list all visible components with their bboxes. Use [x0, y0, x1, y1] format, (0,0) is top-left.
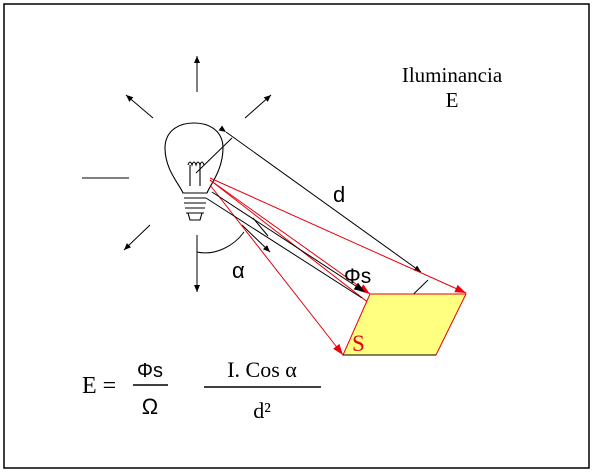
formula-frac1-denominator: Ω [142, 394, 158, 419]
angle-label: α [232, 258, 245, 283]
title-line-1: Iluminancia [402, 63, 503, 87]
formula-lhs: E = [82, 373, 116, 399]
formula-frac1-numerator: Φs [137, 360, 163, 382]
flux-axis [205, 191, 366, 299]
cone-ray-upper-right [209, 177, 467, 294]
ray-arrow-upper-right [244, 94, 272, 119]
light-bulb-icon [164, 122, 224, 221]
formula-frac2-numerator: I. Cos α [227, 357, 297, 382]
title-line-2: E [446, 88, 459, 112]
cone-ray-lower-left [209, 184, 344, 356]
angle-arc [196, 231, 245, 254]
ray-arrow-lower-left [123, 224, 151, 251]
cone-ray-upper-left [209, 179, 371, 295]
formula: E = Φs Ω I. Cos α d² [82, 357, 321, 423]
formula-frac2-denominator: d² [253, 398, 271, 423]
surface-label: S [352, 331, 365, 356]
flux-label: Φs [344, 265, 371, 288]
distance-label: d [333, 182, 345, 207]
ray-arrow-upper-left [125, 94, 154, 119]
